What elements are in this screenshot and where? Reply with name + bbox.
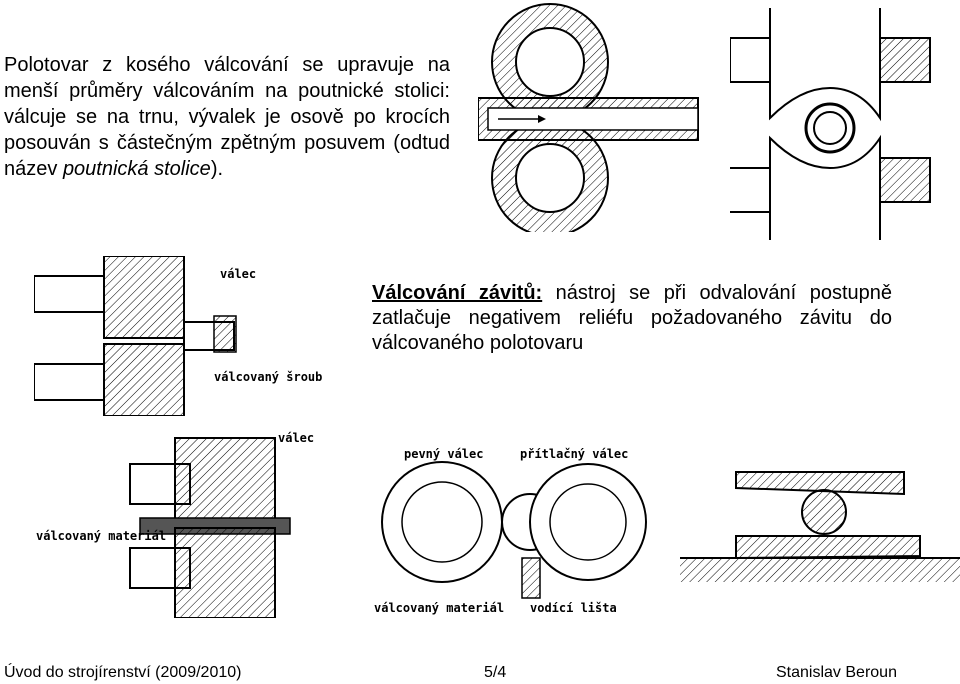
label-roll-1: válec bbox=[220, 267, 256, 281]
thread-rolling-paragraph: Válcování závitů: nástroj se při odvalov… bbox=[372, 281, 892, 356]
footer-author: Stanislav Beroun bbox=[776, 664, 897, 681]
roll-pair-figure: pevný válec přítlačný válec válcovaný ma… bbox=[374, 447, 647, 615]
label-screw: válcovaný šroub bbox=[214, 370, 322, 384]
thread-rolling-heading: Válcování závitů: bbox=[372, 282, 543, 304]
label-rolled-material: válcovaný materiál bbox=[374, 601, 504, 615]
thread-rolling-body: nástroj se při odvalování postupně zatla… bbox=[372, 282, 892, 354]
label-material: válcovaný materiál bbox=[36, 529, 166, 543]
flat-die-figure bbox=[680, 471, 960, 582]
thread-rolling-screw-figure: válec válcovaný šroub bbox=[34, 256, 322, 416]
roll-stand-figure bbox=[730, 8, 931, 240]
label-guide-bar: vodící lišta bbox=[530, 601, 617, 615]
intro-italic-term: poutnická stolice bbox=[62, 158, 211, 180]
intro-text-end: ). bbox=[210, 158, 224, 180]
footer-course-title: Úvod do strojírenství (2009/2010) bbox=[4, 664, 242, 681]
label-roll-2: válec bbox=[278, 431, 314, 445]
footer-page-number: 5/4 bbox=[484, 664, 507, 681]
label-fixed-roll: pevný válec bbox=[404, 447, 483, 461]
intro-paragraph: Polotovar z kosého válcování se upravuje… bbox=[4, 52, 450, 182]
pilger-mill-figure bbox=[478, 3, 699, 232]
label-pressure-roll: přítlačný válec bbox=[520, 447, 628, 461]
thread-rolling-material-figure: válec válcovaný materiál bbox=[36, 431, 314, 618]
intro-text: Polotovar z kosého válcování se upravuje… bbox=[4, 54, 450, 180]
